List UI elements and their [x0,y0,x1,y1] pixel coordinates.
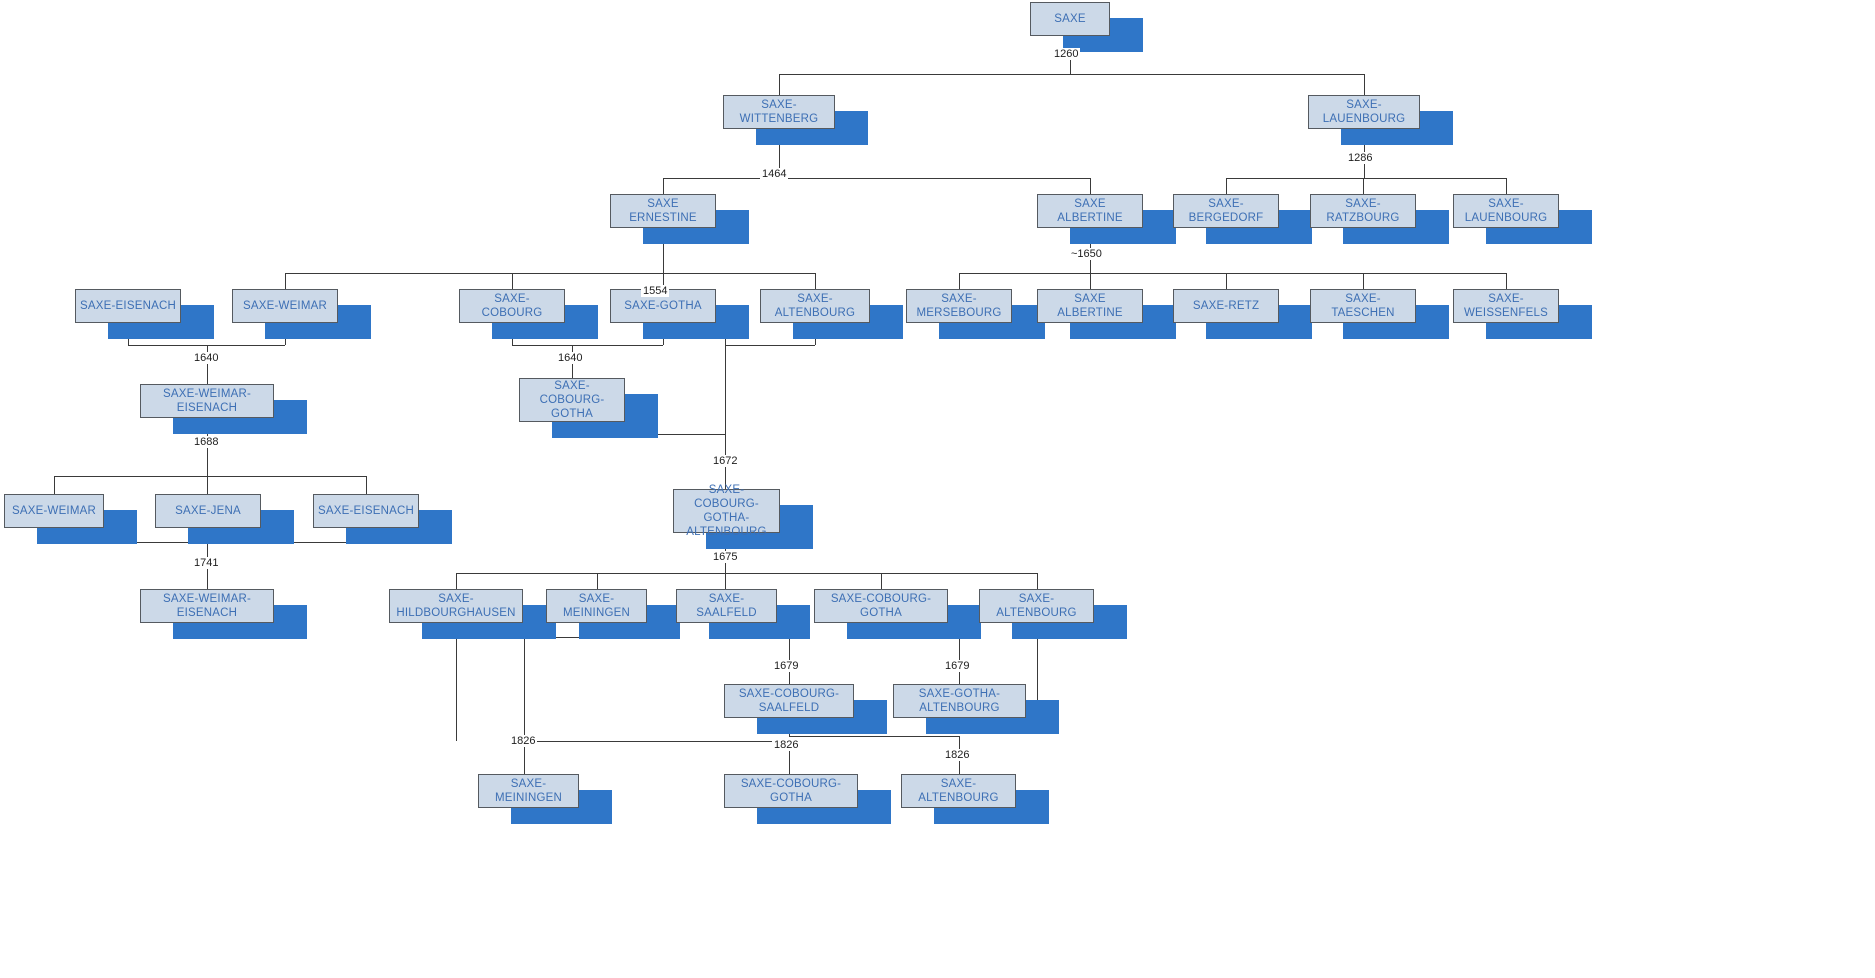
node-saxe-weimar-2[interactable]: SAXE-WEIMAR [4,494,104,528]
connector-e-to-hildbourg [456,573,457,589]
connector-e-lvl3b-bus [959,273,1506,274]
node-saxe-meiningen-1[interactable]: SAXE-MEININGEN [546,589,647,623]
connector-e-lvl1-bus [779,74,1365,75]
node-saxe-ernestine[interactable]: SAXE ERNESTINE [610,194,716,228]
node-saxe-weimar-eisenach-1[interactable]: SAXE-WEIMAR-EISENACH [140,384,274,418]
connector-e-to-saalfeld [725,573,726,589]
connector-e-to-meiningen2 [524,741,525,774]
connector-e-to-weimar1 [285,273,286,289]
node-saxe-weimar-eisenach-2[interactable]: SAXE-WEIMAR-EISENACH [140,589,274,623]
connector-e-hild-stem [456,623,457,741]
node-saxe-lauenbourg-2[interactable]: SAXE-LAUENBOURG [1453,194,1559,228]
node-saxe-altenbourg-2[interactable]: SAXE-ALTENBOURG [979,589,1094,623]
connector-e-saalfeld-stem [789,623,790,684]
edge-label-l-1826c: 1826 [943,749,972,761]
edge-label-l-1688: 1688 [192,436,221,448]
edge-label-l-1260: 1260 [1052,48,1081,60]
connector-e-to-jena [207,476,208,494]
connector-e-altb2-stem [1037,623,1038,727]
edge-label-l-1650: ~1650 [1069,248,1104,260]
connector-e-cg2-stem [959,623,960,684]
node-saxe-lauenbourg-1[interactable]: SAXE-LAUENBOURG [1308,95,1420,129]
node-saxe-eisenach-1[interactable]: SAXE-EISENACH [75,289,181,323]
connector-e-lvl5-bus [54,476,366,477]
edge-label-l-1672: 1672 [711,455,740,467]
node-saxe-taeschen[interactable]: SAXE-TAESCHEN [1310,289,1416,323]
connector-e-lvl2b-bus [1226,178,1506,179]
edge-label-l-1679a: 1679 [772,660,801,672]
connector-e-to-lauenbourg2 [1506,178,1507,194]
edge-label-l-1679b: 1679 [943,660,972,672]
connector-e-to-ernestine [663,178,664,194]
connector-e-to-cobgotha3 [789,741,790,774]
node-saxe-meiningen-2[interactable]: SAXE-MEININGEN [478,774,579,808]
node-saxe-cobourg-gotha-1[interactable]: SAXE-COBOURG-GOTHA [519,378,625,422]
node-saxe-hildbourghausen[interactable]: SAXE-HILDBOURGHAUSEN [389,589,523,623]
connector-e-ga-bus [725,345,815,346]
connector-e-to-weimar2 [54,476,55,494]
connector-e-hm-down [524,637,525,741]
connector-e-to-lauenbourg1 [1364,74,1365,95]
connector-e-lvl6-bus [456,573,1037,574]
connector-e-to-wittenberg [779,74,780,95]
connector-e-bot-bus [524,741,789,742]
connector-e-to-retz [1226,273,1227,289]
connector-e-wittenberg-stem [779,129,780,178]
node-saxe-wittenberg[interactable]: SAXE-WITTENBERG [723,95,835,129]
node-saxe-jena[interactable]: SAXE-JENA [155,494,261,528]
connector-e-to-albertine1 [1090,178,1091,194]
connector-e-lvl2-bus [663,178,1091,179]
node-saxe-albertine-1[interactable]: SAXE ALBERTINE [1037,194,1143,228]
node-saxe-mersebourg[interactable]: SAXE-MERSEBOURG [906,289,1012,323]
connector-e-gotha1-long [725,323,726,489]
node-saxe-altenbourg-3[interactable]: SAXE-ALTENBOURG [901,774,1016,808]
node-saxe-cobourg-gotha-3[interactable]: SAXE-COBOURG-GOTHA [724,774,858,808]
node-saxe[interactable]: SAXE [1030,2,1110,36]
edge-label-l-1286: 1286 [1346,152,1375,164]
connector-e-to-bergedorf [1226,178,1227,194]
connector-e-lvl3-bus [285,273,815,274]
connector-e-cs-bus [789,736,959,737]
connector-e-to-albertine2 [1090,273,1091,289]
connector-e-wm-bus [128,345,285,346]
connector-e-to-mersebourg [959,273,960,289]
node-saxe-saalfeld[interactable]: SAXE-SAALFELD [676,589,777,623]
node-saxe-eisenach-2[interactable]: SAXE-EISENACH [313,494,419,528]
edge-label-l-1464: 1464 [760,168,789,180]
connector-e-to-gotha1 [663,273,664,289]
edge-label-l-1826b: 1826 [772,739,801,751]
node-saxe-gotha-altenbourg[interactable]: SAXE-GOTHA-ALTENBOURG [893,684,1026,718]
edge-label-l-1640b: 1640 [556,352,585,364]
connector-e-to-taeschen [1363,273,1364,289]
node-saxe-cobourg-saalfeld[interactable]: SAXE-COBOURG-SAALFELD [724,684,854,718]
connector-e-to-cobourg-gotha2 [881,573,882,589]
node-saxe-weimar-1[interactable]: SAXE-WEIMAR [232,289,338,323]
connector-e-to-meiningen1 [597,573,598,589]
node-saxe-cobourg-1[interactable]: SAXE-COBOURG [459,289,565,323]
edge-label-l-1554: 1554 [641,285,670,297]
connector-e-to-altenbourg1 [815,273,816,289]
connector-e-to-cobourg1 [512,273,513,289]
node-saxe-altenbourg-1[interactable]: SAXE-ALTENBOURG [760,289,870,323]
connector-e-to-weissenfels [1506,273,1507,289]
connector-e-wm-stem [207,345,208,384]
node-saxe-cobourg-gotha-2[interactable]: SAXE-COBOURG-GOTHA [814,589,948,623]
node-saxe-ratzbourg[interactable]: SAXE-RATZBOURG [1310,194,1416,228]
connector-e-to-ratzbourg [1363,178,1364,194]
connector-e-cg-bus [512,345,663,346]
edge-label-l-1675: 1675 [711,551,740,563]
node-saxe-albertine-2[interactable]: SAXE ALBERTINE [1037,289,1143,323]
connector-e-ernestine-stem [663,228,664,273]
node-saxe-retz[interactable]: SAXE-RETZ [1173,289,1279,323]
node-saxe-bergedorf[interactable]: SAXE-BERGEDORF [1173,194,1279,228]
edge-label-l-1826a: 1826 [509,735,538,747]
connector-e-to-altenbourg2 [1037,573,1038,589]
edge-label-l-1741: 1741 [192,557,221,569]
node-saxe-weissenfels[interactable]: SAXE-WEISSENFELS [1453,289,1559,323]
edge-label-l-1640a: 1640 [192,352,221,364]
connector-e-to-eisenach2 [366,476,367,494]
node-saxe-cobourg-gotha-altenbourg[interactable]: SAXE-COBOURG-GOTHA-ALTENBOURG [673,484,780,538]
